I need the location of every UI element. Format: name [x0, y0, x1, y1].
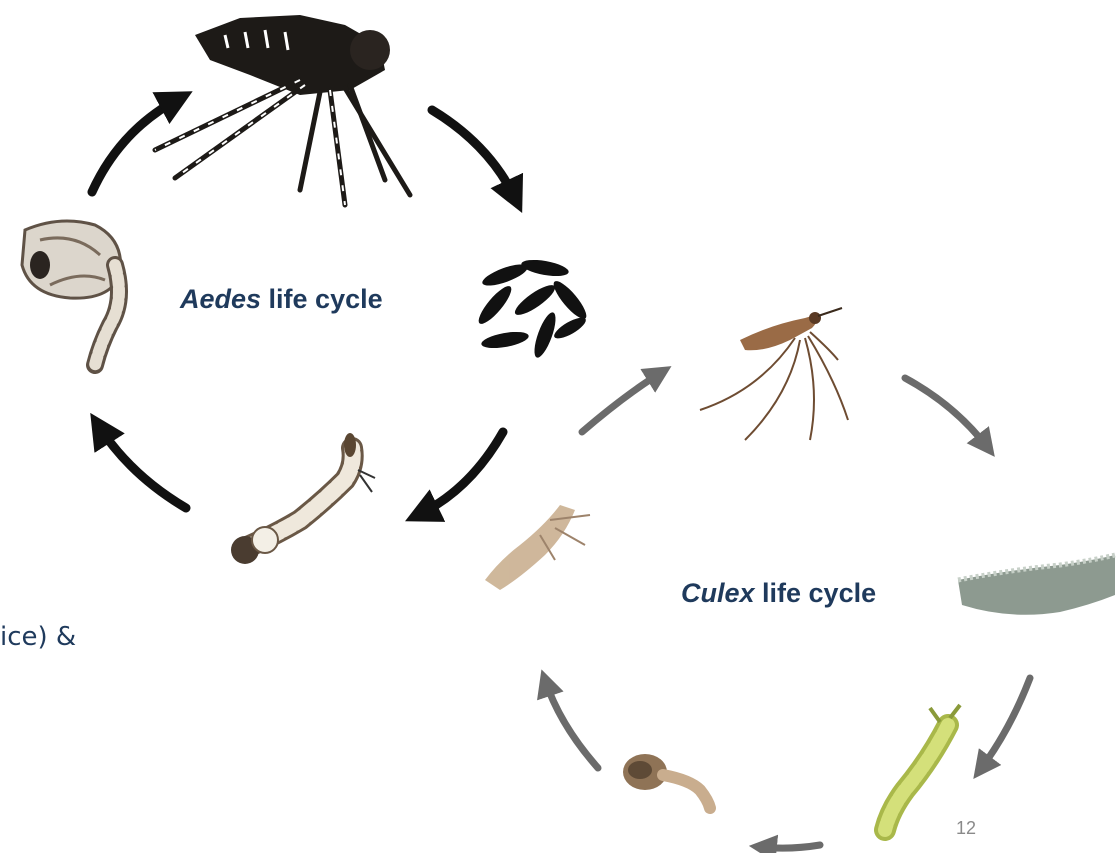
- aedes-life-cycle-title: Aedes life cycle: [180, 284, 383, 315]
- culex-emerging-adult-icon: [485, 505, 590, 590]
- culex-genus-name: Culex: [681, 578, 755, 608]
- aedes-pupa-icon: [22, 221, 121, 365]
- aedes-eggs-icon: [474, 257, 591, 360]
- culex-arrows: [545, 372, 1030, 848]
- culex-adult-mosquito-icon: [700, 308, 848, 440]
- slide-number: 12: [956, 818, 976, 839]
- culex-title-suffix: life cycle: [755, 578, 877, 608]
- aedes-arrow-larva-to-pupa: [98, 425, 186, 508]
- aedes-arrow-adult-to-eggs: [432, 110, 516, 200]
- culex-arrow-emerging-to-adult: [582, 372, 662, 432]
- culex-life-cycle-title: Culex life cycle: [681, 578, 876, 609]
- culex-larva-icon: [885, 705, 960, 830]
- aedes-arrow-eggs-to-larva: [418, 432, 503, 515]
- aedes-genus-name: Aedes: [180, 284, 261, 314]
- culex-egg-raft-icon: [958, 555, 1115, 615]
- culex-arrow-eggs-to-larva: [980, 678, 1030, 770]
- culex-arrow-larva-to-pupa: [760, 845, 820, 848]
- aedes-adult-mosquito-icon: [155, 15, 410, 205]
- aedes-title-suffix: life cycle: [261, 284, 383, 314]
- culex-arrow-adult-to-eggs: [905, 378, 988, 448]
- culex-arrow-pupa-to-emerging: [545, 680, 598, 768]
- culex-pupa-icon: [623, 754, 710, 808]
- body-text-fragment: ice) &: [0, 622, 76, 652]
- aedes-larva-icon: [231, 433, 375, 564]
